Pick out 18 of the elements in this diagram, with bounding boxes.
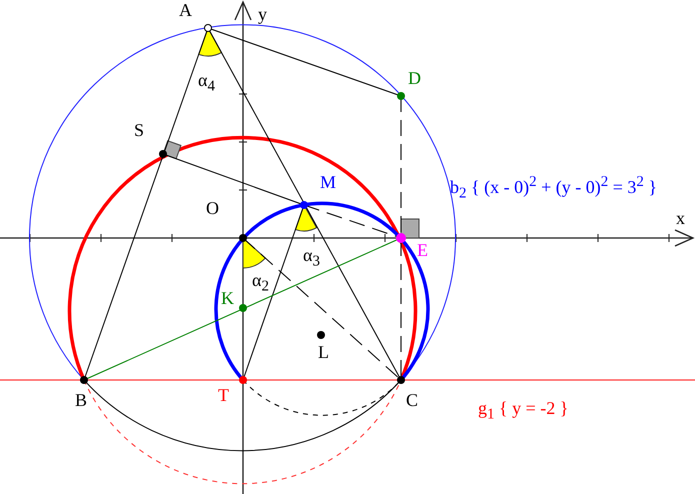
axis-label: y bbox=[258, 4, 267, 24]
point-label: T bbox=[218, 385, 229, 405]
angle-label: α$_{2}$ bbox=[252, 270, 269, 297]
point-label: M bbox=[320, 172, 336, 192]
equation-label: b$_{2}$ { (x - 0)$^{2}$ + (y - 0)$^{2}$ = 3$^{2}$ } bbox=[450, 173, 658, 204]
angle-label: α$_{4}$ bbox=[198, 70, 215, 97]
point-label: L bbox=[318, 342, 329, 362]
point-label: S bbox=[134, 120, 144, 140]
point-label: K bbox=[221, 288, 234, 308]
point-label: D bbox=[408, 68, 421, 88]
point-label: B bbox=[75, 390, 88, 410]
point-label: E bbox=[417, 240, 428, 260]
axis-label: x bbox=[676, 208, 685, 228]
point-label: O bbox=[206, 198, 219, 218]
point-label: C bbox=[406, 390, 418, 410]
equation-label: g$_{1}$ { y = -2 } bbox=[478, 398, 568, 425]
angle-label: α$_{3}$ bbox=[303, 245, 320, 272]
point-label: A bbox=[179, 0, 192, 20]
